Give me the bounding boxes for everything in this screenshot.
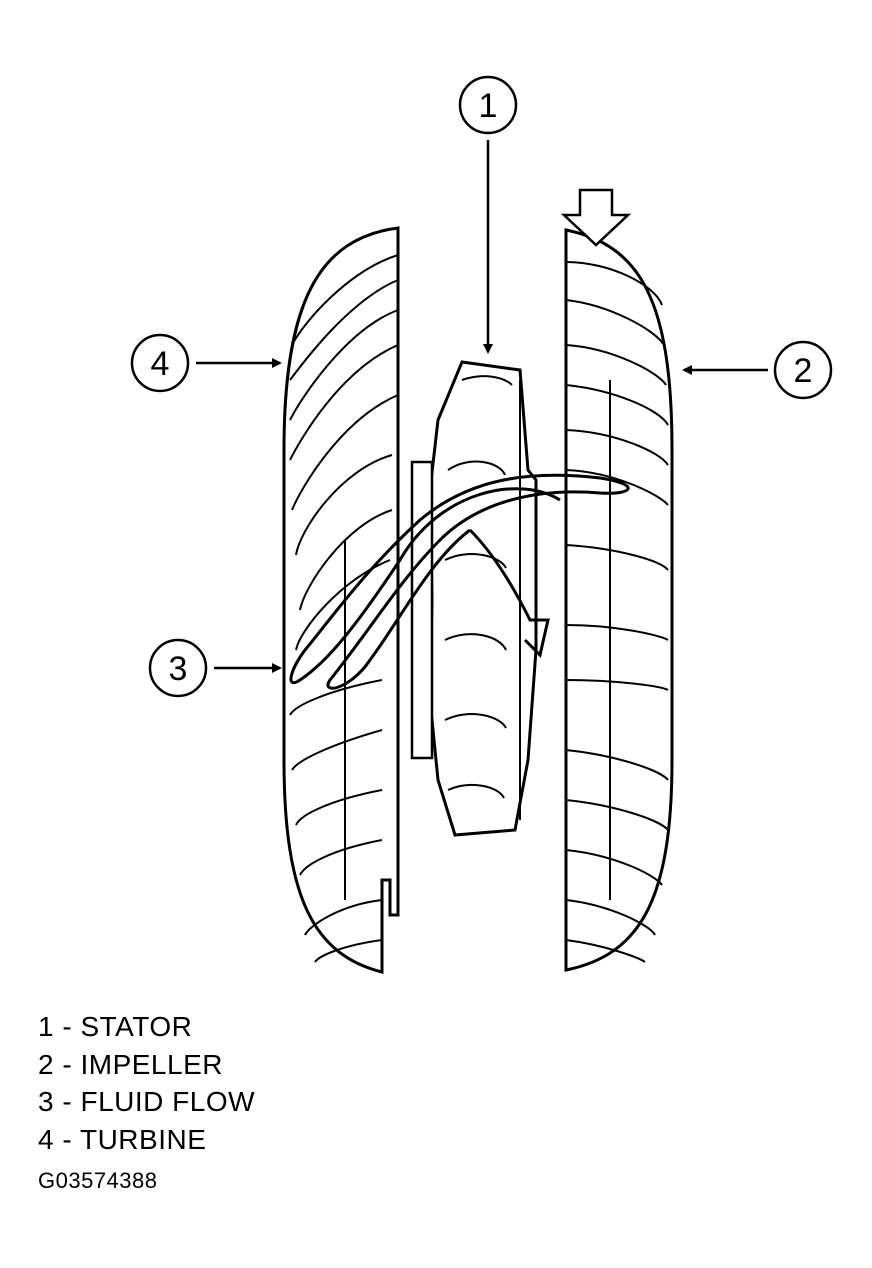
input-arrow-icon <box>560 188 632 247</box>
legend-separator: - <box>54 1086 81 1117</box>
callout-3: 3 <box>148 638 282 698</box>
legend-label: TURBINE <box>79 1123 207 1155</box>
callout-2: 2 <box>682 340 833 400</box>
fluid-flow-ribbon <box>289 473 630 690</box>
legend-item-stator: 1 - STATOR <box>38 1008 255 1046</box>
legend-item-fluid-flow: 3 - FLUID FLOW <box>38 1083 255 1121</box>
legend-label: STATOR <box>80 1011 193 1042</box>
callout-4-number: 4 <box>151 345 170 383</box>
legend-item-turbine: 4 - TURBINE <box>38 1121 255 1159</box>
legend-item-impeller: 2 - IMPELLER <box>38 1046 255 1084</box>
legend-number: 3 <box>38 1086 55 1117</box>
callout-3-number: 3 <box>169 650 188 688</box>
callout-1-number: 1 <box>479 87 498 125</box>
legend-separator: - <box>54 1011 81 1042</box>
figure-id: G03574388 <box>38 1168 158 1193</box>
legend-label: IMPELLER <box>80 1048 223 1080</box>
legend-number: 1 <box>38 1011 55 1042</box>
legend: 1 - STATOR 2 - IMPELLER 3 - FLUID FLOW 4… <box>38 1008 255 1158</box>
callout-2-number: 2 <box>794 352 813 390</box>
callout-4: 4 <box>130 333 282 393</box>
turbine-shape <box>282 226 400 974</box>
torque-converter-diagram: 1 2 3 4 <box>130 75 833 974</box>
legend-separator: - <box>54 1048 81 1080</box>
legend-separator: - <box>54 1123 80 1155</box>
impeller-shape <box>560 188 674 972</box>
legend-number: 2 <box>38 1048 55 1080</box>
callout-1: 1 <box>458 75 518 354</box>
legend-number: 4 <box>38 1123 55 1155</box>
legend-label: FLUID FLOW <box>80 1086 256 1117</box>
